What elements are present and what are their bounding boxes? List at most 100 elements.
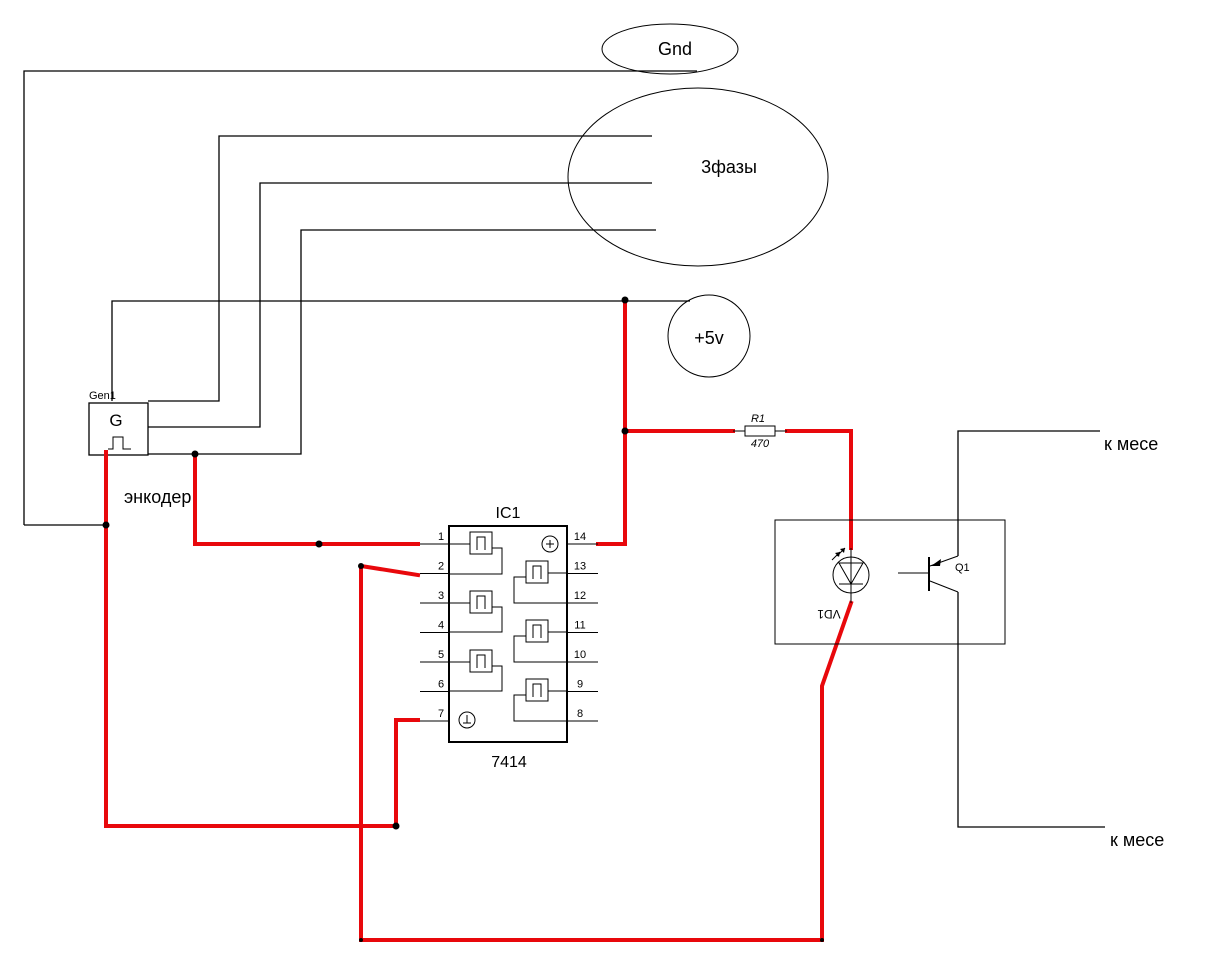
ic-pin-number: 14 <box>574 531 586 543</box>
gate-wire <box>513 572 567 604</box>
gen-box <box>88 402 149 456</box>
transistor-ref: Q1 <box>955 562 970 574</box>
pulse-icon <box>108 436 131 450</box>
plus5v-circle <box>667 294 751 378</box>
junction-dot <box>392 822 400 830</box>
junction-dot <box>621 427 629 435</box>
gate-box <box>469 590 493 614</box>
three-phase-ellipse <box>567 87 829 267</box>
ic-pin-number: 10 <box>574 649 586 661</box>
gate-box <box>469 531 493 555</box>
net-5v: +5v <box>667 294 751 378</box>
ic-pin-number: 13 <box>574 561 586 573</box>
arrow-head <box>835 552 840 557</box>
hysteresis-icon <box>532 624 542 638</box>
schmitt-gate <box>449 590 503 633</box>
resistor-ref: R1 <box>751 413 765 425</box>
arrow-head <box>840 548 845 553</box>
gate-box <box>469 649 493 673</box>
gate-box <box>525 619 549 643</box>
schmitt-gate <box>449 531 503 575</box>
gate-wire <box>449 602 503 633</box>
ic-pin-number: 9 <box>577 679 583 691</box>
collector-emitter <box>929 555 959 593</box>
wire-5v <box>111 300 690 401</box>
ic-body <box>448 525 568 743</box>
hysteresis-icon <box>532 683 542 697</box>
resistor-r1: R1 470 <box>733 413 787 450</box>
gnd-circle <box>458 711 476 729</box>
black-wires <box>23 70 1105 828</box>
plus-sign <box>546 540 554 548</box>
gate-wire <box>513 631 567 663</box>
gen-ref-label: Gen1 <box>89 390 116 402</box>
junction-dot <box>358 563 364 569</box>
wire-phase-b <box>148 182 652 428</box>
schmitt-gate <box>449 649 503 692</box>
wire-gnd <box>23 70 697 525</box>
wire-gen-out <box>104 450 420 828</box>
wire-5v-vcc <box>596 298 627 546</box>
junction-dot <box>621 296 629 304</box>
junction-dot <box>102 521 110 529</box>
wire-phase-a <box>148 135 652 402</box>
wire-pin2-loop <box>359 563 854 942</box>
plus5v-label: +5v <box>694 328 724 348</box>
encoder-label: энкодер <box>124 487 191 507</box>
ic-ref-label: IC1 <box>496 505 521 522</box>
schmitt-gate <box>513 560 567 604</box>
gate-wire <box>513 690 567 722</box>
wire-out-bottom <box>957 592 1105 828</box>
generator-gen1: Gen1 G энкодер <box>88 390 191 507</box>
gen-symbol: G <box>109 411 122 430</box>
emitter-arrow <box>931 559 941 566</box>
junction-dot <box>315 540 323 548</box>
ic-pin-number: 2 <box>438 561 444 573</box>
gnd-ellipse <box>601 23 739 75</box>
ic-part-label: 7414 <box>491 754 527 771</box>
ground-sign <box>463 715 471 724</box>
net-gnd: Gnd <box>601 23 739 75</box>
gate-box <box>525 678 549 702</box>
ic-pin-number: 6 <box>438 679 444 691</box>
ic-pin-number: 8 <box>577 708 583 720</box>
output-label-bottom: к месе <box>1110 830 1164 850</box>
resistor-value: 470 <box>751 438 770 450</box>
led-vd1: VD1 <box>817 547 870 621</box>
diode-icon <box>838 548 864 603</box>
three-phase-label: 3фазы <box>701 157 757 177</box>
schmitt-gate <box>513 678 567 722</box>
led-ref: VD1 <box>817 607 841 621</box>
hysteresis-icon <box>476 654 486 668</box>
ic-pin-number: 1 <box>438 531 444 543</box>
optocoupler-body <box>774 519 1006 645</box>
wire-phase-c <box>148 229 656 455</box>
ic-pin-number: 12 <box>574 590 586 602</box>
ic-pin-number: 5 <box>438 649 444 661</box>
optocoupler: VD1 Q1 <box>774 519 1006 645</box>
gate-box <box>525 560 549 584</box>
wire-enc-to-pin1 <box>193 453 420 546</box>
wire-r1-led <box>785 429 853 550</box>
ic-pin-number: 4 <box>438 620 444 632</box>
hysteresis-icon <box>476 536 486 550</box>
gate-wire <box>449 543 503 575</box>
ground-icon <box>458 711 476 729</box>
net-three-phase: 3фазы <box>567 87 829 267</box>
resistor-body <box>744 425 776 437</box>
junctions <box>102 296 824 942</box>
hysteresis-icon <box>532 565 542 579</box>
ic-pins-right: 14 13 12 11 10 9 8 <box>567 531 598 722</box>
hysteresis-icon <box>476 595 486 609</box>
junction-dot <box>191 450 199 458</box>
gate-wire <box>449 661 503 692</box>
ic-pin-number: 7 <box>438 708 444 720</box>
ic-pin-number: 11 <box>574 620 585 632</box>
gnd-label: Gnd <box>658 39 692 59</box>
transistor-q1: Q1 <box>898 555 970 593</box>
junction-dot <box>359 938 363 942</box>
output-label-top: к месе <box>1104 434 1158 454</box>
